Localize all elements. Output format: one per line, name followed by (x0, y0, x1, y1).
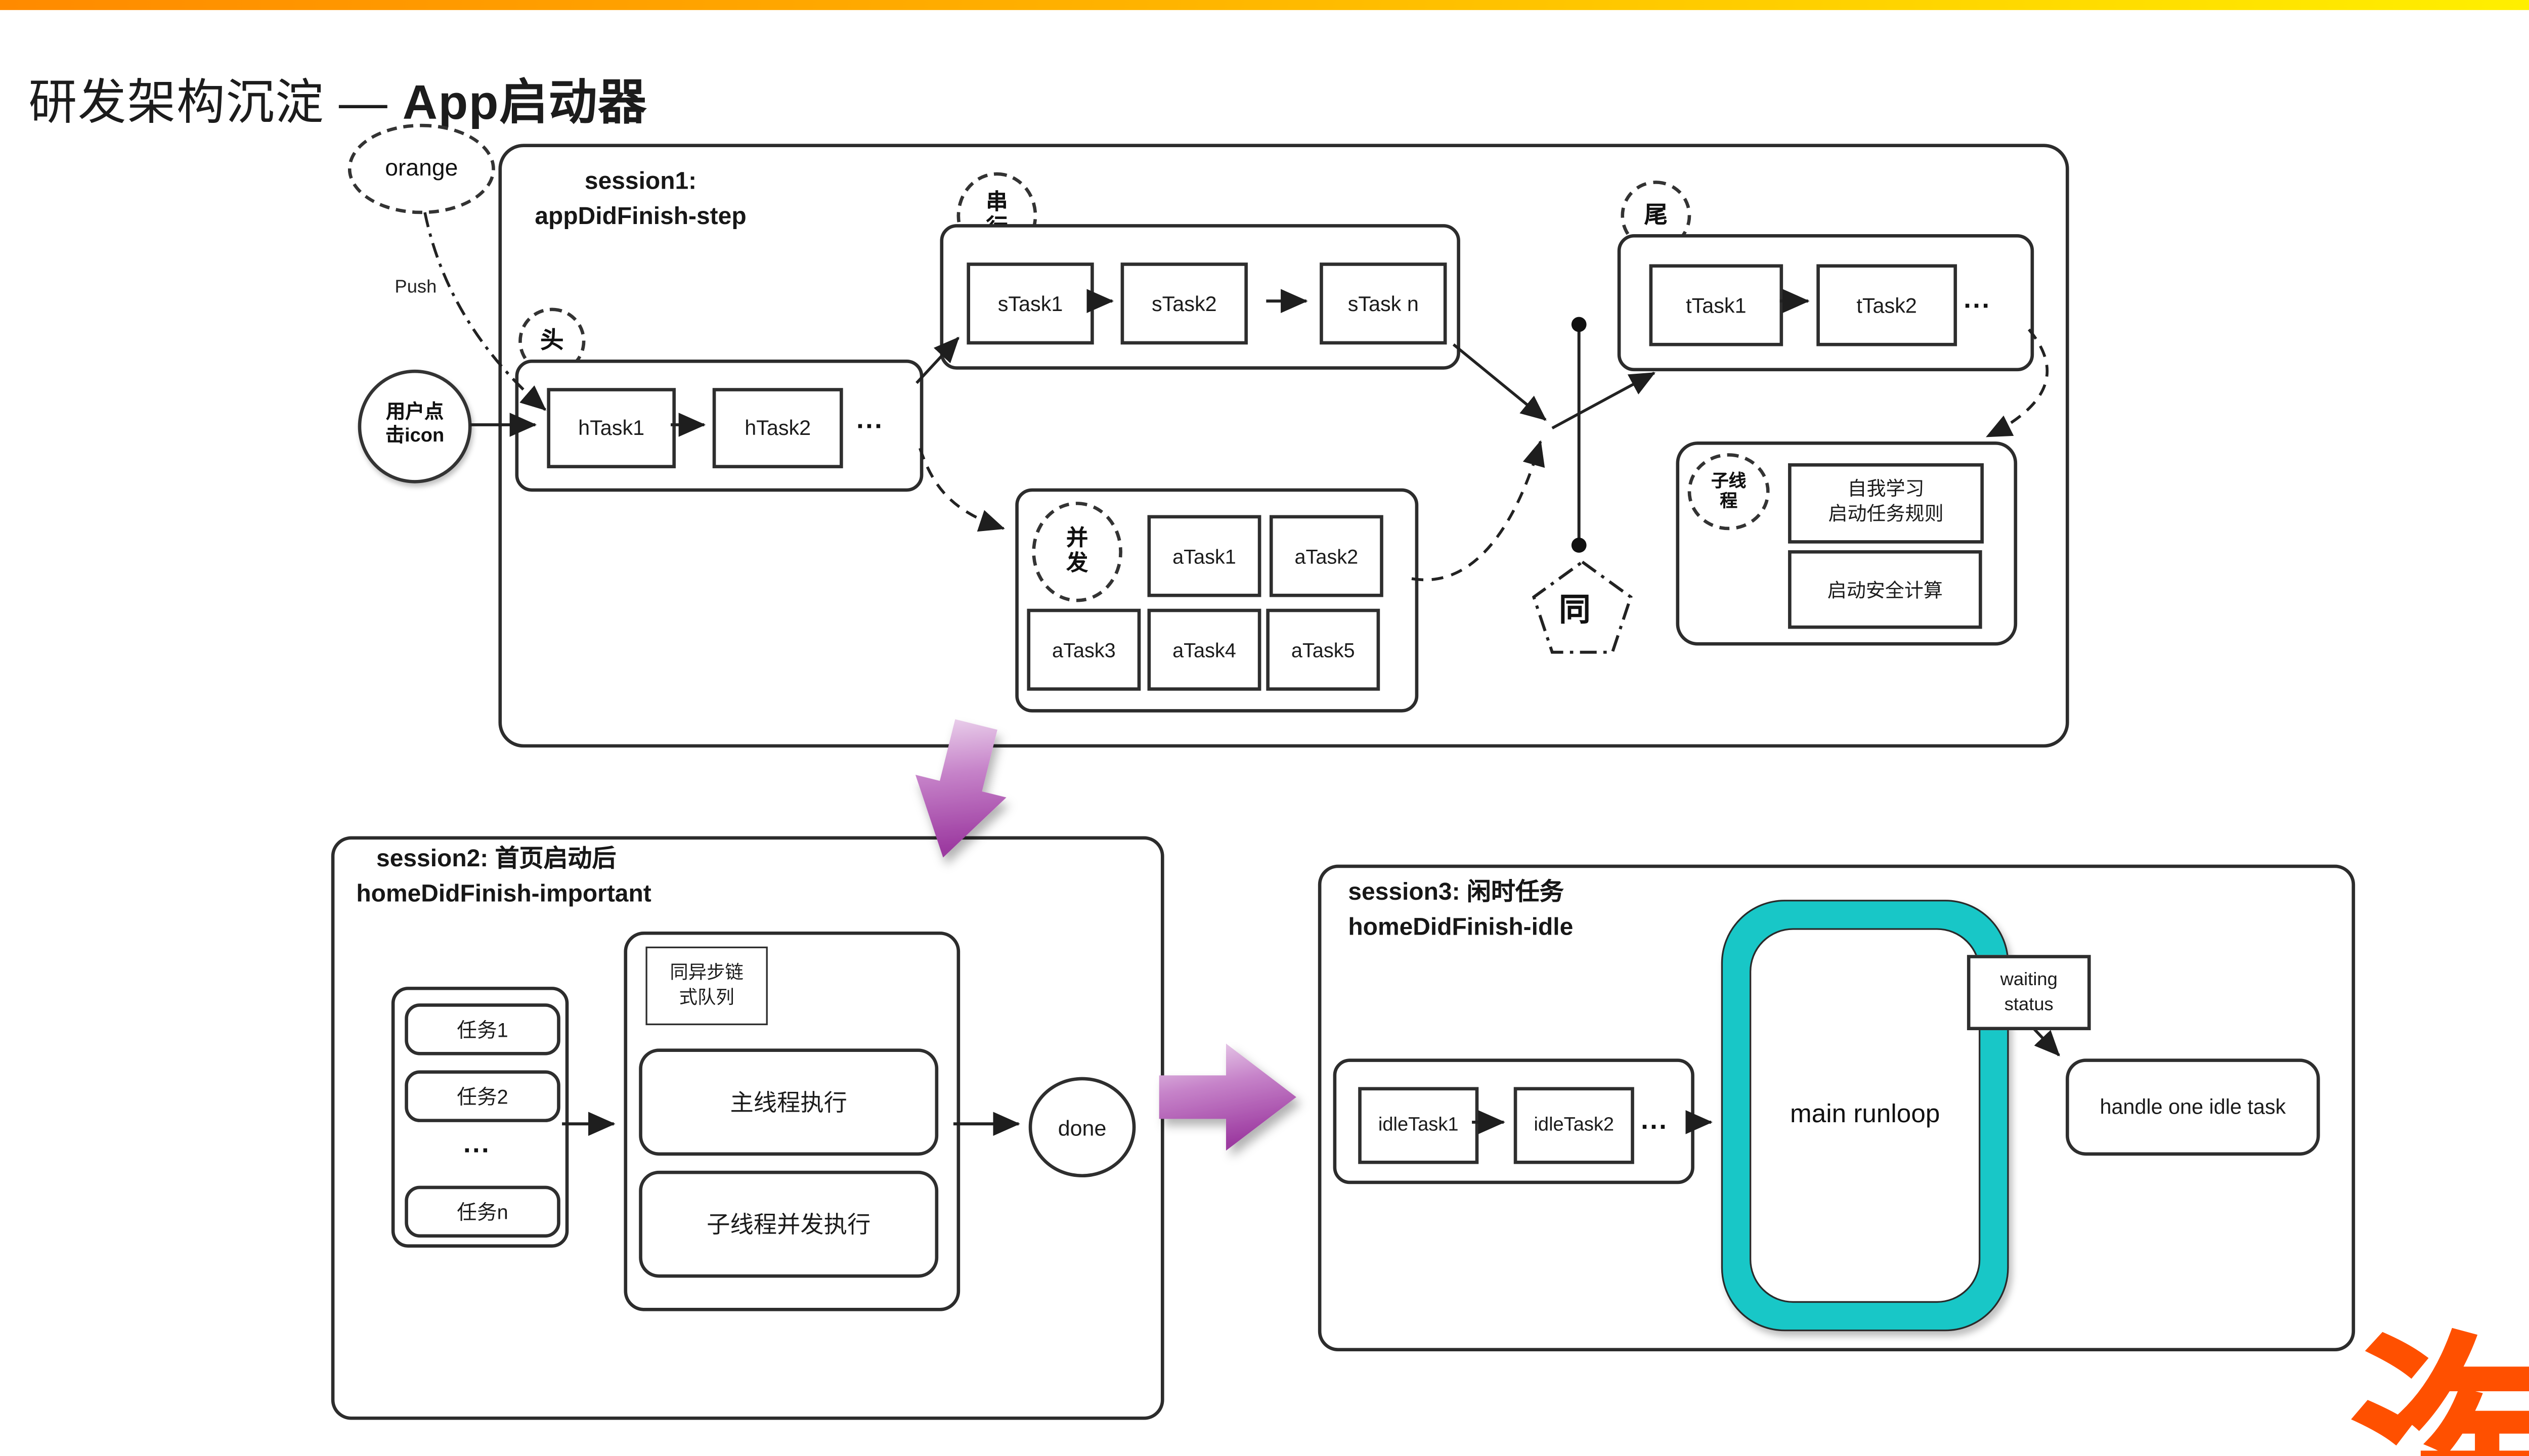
idle-ellipsis: ... (1641, 1107, 1669, 1136)
task-box-renwu1: 任务1 (405, 1003, 560, 1055)
done-node: done (1028, 1077, 1136, 1178)
queue-label-box: 同异步链 式队列 (645, 946, 768, 1026)
user-click-line2: 击icon (385, 426, 445, 447)
handle-idle-task-box: handle one idle task (2066, 1058, 2320, 1156)
page-title-prefix: 研发架构沉淀 — (28, 77, 403, 130)
serial-badge-line1: 串 (986, 189, 1008, 214)
task-box-idletask2: idleTask2 (1513, 1087, 1634, 1164)
selflearn-rules-line1: 自我学习 (1847, 480, 1925, 500)
task-box-atask1: aTask1 (1147, 515, 1261, 597)
task-box-renwun: 任务n (405, 1185, 560, 1238)
session2-title: session2: 首页启动后 homeDidFinish-important (356, 843, 651, 913)
selflearn-rules-box: 自我学习 启动任务规则 (1788, 463, 1984, 544)
push-label: Push (395, 277, 437, 298)
sync-pentagon-label: 同 (1559, 593, 1591, 629)
task-box-htask1: hTask1 (547, 388, 676, 468)
waiting-status-line1: waiting (2000, 970, 2058, 991)
subthread-badge-line2: 程 (1720, 492, 1738, 512)
tail-ellipsis: ... (1964, 286, 1991, 315)
taobao-logo: 淘 (2348, 1331, 2529, 1456)
subthread-badge-line1: 子线 (1711, 471, 1747, 492)
selflearn-rules-line2: 启动任务规则 (1828, 505, 1944, 525)
user-click-icon-node: 用户点 击icon (358, 369, 472, 483)
concurrent-badge-line1: 并 (1066, 525, 1088, 551)
task-box-stask2: sTask2 (1120, 262, 1248, 345)
orange-bubble-label: orange (385, 154, 458, 181)
session1-title-line2: appDidFinish-step (535, 204, 747, 231)
page-title-bold: App启动器 (402, 77, 647, 130)
queue-label-line2: 式队列 (679, 987, 734, 1008)
concurrent-badge: 并 发 (1032, 502, 1122, 602)
session3-title: session3: 闲时任务 homeDidFinish-idle (1348, 876, 1573, 947)
task-box-idletask1: idleTask1 (1358, 1087, 1479, 1164)
task-box-stask1: sTask1 (967, 262, 1094, 345)
concurrent-badge-line2: 发 (1066, 550, 1088, 576)
main-runloop-label: main runloop (1790, 1100, 1940, 1129)
main-thread-exec-box: 主线程执行 (639, 1048, 939, 1156)
head-badge-label: 头 (540, 326, 564, 354)
session2-to-session3-arrow (1159, 1043, 1296, 1151)
session1-title: session1: appDidFinish-step (529, 165, 753, 236)
queue-label-line1: 同异步链 (670, 963, 744, 984)
session3-title-line1: session3: 闲时任务 (1348, 879, 1564, 907)
security-compute-box: 启动安全计算 (1788, 550, 1982, 629)
task-box-atask4: aTask4 (1147, 608, 1261, 691)
subthread-badge: 子线 程 (1687, 453, 1770, 531)
task-box-staskn: sTask n (1320, 262, 1447, 345)
top-accent-bar (0, 0, 2529, 10)
task-box-renwu2: 任务2 (405, 1070, 560, 1122)
head-ellipsis: ... (856, 406, 884, 435)
session2-title-line1: session2: 首页启动后 (376, 846, 617, 873)
task-box-ttask2: tTask2 (1816, 264, 1957, 346)
waiting-status-line2: status (2004, 994, 2054, 1014)
session1-title-line1: session1: (584, 168, 697, 196)
task-box-atask3: aTask3 (1027, 608, 1141, 691)
task-box-htask2: hTask2 (712, 388, 843, 468)
orange-bubble: orange (347, 123, 495, 214)
sub-thread-exec-box: 子线程并发执行 (639, 1170, 939, 1278)
user-click-line1: 用户点 (386, 403, 444, 424)
page-title: 研发架构沉淀 — App启动器 (28, 64, 647, 134)
session2-title-line2: homeDidFinish-important (356, 881, 651, 908)
task-stack-ellipsis: ... (463, 1130, 491, 1159)
session3-title-line2: homeDidFinish-idle (1348, 914, 1574, 942)
task-box-atask2: aTask2 (1269, 515, 1383, 597)
waiting-status-box: waiting status (1967, 955, 2091, 1031)
tail-badge-label: 尾 (1644, 201, 1668, 228)
task-box-atask5: aTask5 (1266, 608, 1380, 691)
task-box-ttask1: tTask1 (1649, 264, 1783, 346)
